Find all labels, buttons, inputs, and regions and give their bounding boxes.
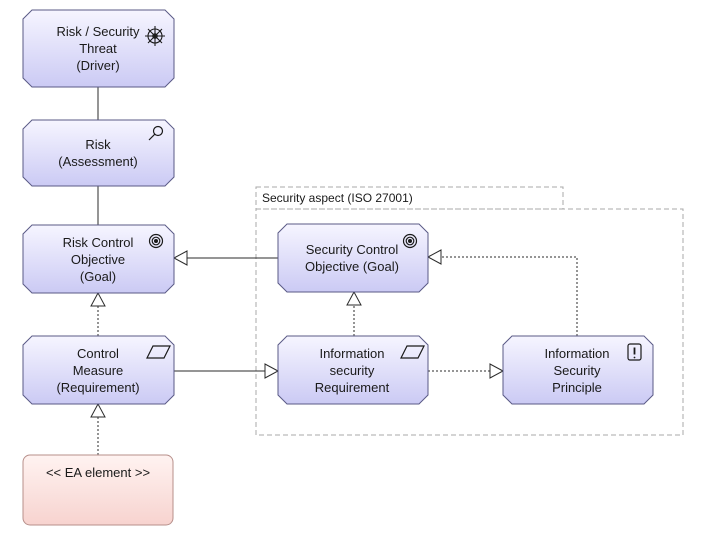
node-security-control-objective[interactable]	[277, 223, 429, 293]
goal-icon	[148, 233, 164, 249]
driver-icon	[145, 26, 165, 46]
goal-icon	[402, 233, 418, 249]
node-information-security-requirement[interactable]	[277, 335, 429, 405]
node-ea-element[interactable]	[22, 454, 174, 526]
node-risk-control-objective[interactable]	[22, 224, 175, 294]
node-shape	[22, 454, 174, 526]
security-aspect-group[interactable]	[255, 186, 684, 436]
node-control-measure[interactable]	[22, 335, 175, 405]
arrowhead-hollow-triangle	[172, 250, 188, 266]
node-risk-assessment[interactable]	[22, 119, 175, 187]
node-shape	[22, 9, 175, 88]
arrowhead-hollow-triangle	[426, 249, 442, 265]
group-label: Security aspect (ISO 27001)	[262, 191, 413, 205]
node-risk-threat[interactable]	[22, 9, 175, 88]
principle-icon	[627, 343, 642, 361]
arrowhead-hollow-triangle	[90, 291, 106, 307]
arrowhead-hollow-triangle	[264, 363, 280, 379]
arrowhead-hollow-triangle	[346, 290, 362, 306]
node-shape	[22, 119, 175, 187]
node-shape	[277, 335, 429, 405]
requirement-icon	[146, 345, 171, 359]
assessment-icon	[148, 125, 164, 141]
arrowhead-hollow-triangle	[90, 402, 106, 418]
group-body	[255, 208, 684, 436]
connectors	[90, 87, 578, 455]
node-shape	[22, 335, 175, 405]
connector-principle-to-security-objective[interactable]	[441, 256, 578, 336]
requirement-icon	[400, 345, 425, 359]
node-information-security-principle[interactable]	[502, 335, 654, 405]
node-shape	[22, 224, 175, 294]
arrowhead-hollow-triangle	[489, 363, 505, 379]
node-shape	[277, 223, 429, 293]
node-shape	[502, 335, 654, 405]
